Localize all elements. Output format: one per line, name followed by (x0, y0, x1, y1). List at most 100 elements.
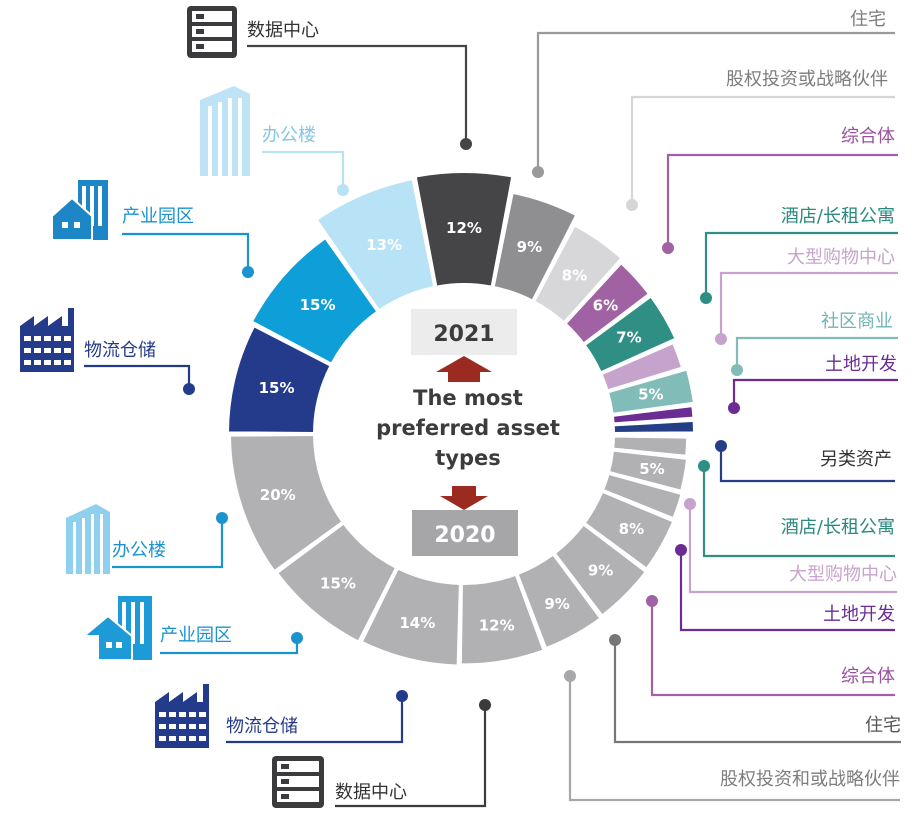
pct-label-2020-6: 9% (544, 595, 569, 613)
leader-2021-industrial-dot (242, 266, 254, 278)
segment-2020-4 (583, 490, 675, 570)
label-2021-logistics: 物流仓储 (84, 340, 156, 361)
leader-2021-hotel-dot (700, 292, 712, 304)
year-2020-box (412, 510, 518, 556)
leader-2021-data-center-dot (460, 138, 472, 150)
leader-2021-mall-dot (715, 333, 727, 345)
labels-2020: 酒店/长租公寓 大型购物中心 土地开发 综合体 住宅 股权投资和或战略伙伴 数据… (112, 517, 901, 803)
label-2020-land: 土地开发 (823, 604, 895, 625)
leader-2021-community-dot (731, 364, 743, 376)
pct-label-2020-9: 15% (320, 574, 356, 592)
segment-2020-5 (553, 523, 648, 617)
center-block: 2021 The most preferred asset types 2020 (376, 309, 560, 556)
leader-2021-equity (630, 95, 895, 205)
server-rack-icon (187, 6, 237, 58)
leader-2021-residential (536, 31, 895, 172)
leader-2020-logistics (226, 696, 404, 744)
pct-label-2021-industrial: 15% (300, 296, 336, 314)
segment-2021-logistics (226, 324, 332, 434)
leader-2020-mixed-use-dot (646, 595, 658, 607)
leader-2021-data-center (247, 44, 468, 144)
industrial-park-icon (81, 596, 152, 661)
label-2021-mall: 大型购物中心 (787, 247, 895, 268)
year-2021-label: 2021 (433, 322, 494, 347)
industrial-park-icon (51, 180, 108, 241)
factory-icon (155, 684, 209, 748)
pct-label-2021-residential: 9% (517, 238, 542, 256)
segment-2020-8 (360, 567, 461, 667)
segment-2020-2 (607, 449, 689, 492)
segment-2021-hotel (583, 295, 677, 374)
leader-2021-logistics (84, 364, 191, 389)
label-2020-hotel: 酒店/长租公寓 (781, 517, 895, 538)
leader-2020-equity-dot (564, 670, 576, 682)
leader-2021-hotel (704, 231, 898, 298)
leader-2020-residential (613, 640, 901, 744)
label-2020-mixed-use: 综合体 (841, 666, 895, 687)
leader-2020-logistics-dot (396, 690, 408, 702)
label-2020-industrial: 产业园区 (160, 625, 232, 646)
donut-bottom-2020 (228, 433, 718, 667)
pct-label-2020-5: 9% (588, 561, 613, 579)
percent-labels: 15%15%13%12%9%8%6%7%5%5%8%9%9%12%14%15%2… (259, 219, 665, 634)
segment-2021-community (606, 368, 696, 415)
segment-2021-alt (612, 419, 696, 434)
label-2020-mall: 大型购物中心 (789, 564, 897, 585)
label-2020-residential: 住宅 (865, 715, 901, 736)
label-2021-data-center: 数据中心 (247, 20, 319, 41)
leader-2021-alt (719, 446, 895, 483)
pct-label-2020-2: 5% (639, 460, 664, 478)
pct-label-2021-community: 5% (638, 385, 663, 403)
pct-label-2021-office: 13% (366, 236, 402, 254)
year-2021-box (411, 309, 517, 355)
pct-label-2021-logistics: 15% (259, 379, 295, 397)
pct-label-2020-8: 14% (399, 614, 435, 632)
label-2021-office: 办公楼 (262, 125, 316, 146)
leader-2020-land (679, 550, 895, 632)
leader-2020-mall (688, 504, 897, 594)
year-2020-label: 2020 (434, 523, 495, 548)
pct-label-2021-hotel: 7% (616, 329, 641, 347)
label-2020-office: 办公楼 (112, 540, 166, 561)
segment-2021-industrial (250, 236, 379, 366)
arrow-up-icon (436, 356, 492, 382)
label-2020-equity: 股权投资和或战略伙伴 (720, 769, 900, 790)
office-building-icon (66, 504, 110, 574)
leader-2021-mixed-use (666, 153, 898, 248)
leader-2021-land-dot (728, 402, 740, 414)
leader-2021-mall (719, 271, 898, 339)
leader-2021-equity-dot (626, 199, 638, 211)
label-2020-logistics: 物流仓储 (226, 716, 298, 737)
segment-2020-9 (275, 522, 398, 643)
leader-2020-mall-dot (684, 498, 696, 510)
segment-2021-residential (492, 191, 578, 302)
factory-icon (20, 308, 74, 372)
leader-2020-office-dot (216, 512, 228, 524)
leader-2020-office (112, 518, 224, 569)
segment-2020-6 (516, 553, 602, 650)
center-title-line2: preferred asset (376, 416, 560, 440)
label-2021-mixed-use: 综合体 (841, 126, 895, 147)
leader-2021-office (262, 150, 345, 190)
leader-2020-industrial-dot (291, 632, 303, 644)
segment-2020-7 (459, 573, 545, 666)
segment-2020-10 (228, 434, 344, 573)
center-title-line3: types (435, 446, 501, 470)
labels-2021: 数据中心 住宅 股权投资或战略伙伴 综合体 酒店/长租公寓 大型购物中心 社区商… (84, 9, 897, 470)
leader-2021-logistics-dot (183, 383, 195, 395)
pct-label-2020-10: 20% (260, 486, 296, 504)
segment-2021-land (611, 405, 695, 425)
segment-2020-1 (612, 435, 689, 457)
label-2021-industrial: 产业园区 (122, 206, 194, 227)
donut-top-2021 (226, 171, 696, 434)
leader-lines (84, 31, 901, 808)
leader-2021-community (735, 336, 898, 370)
pct-label-2021-data-center: 12% (446, 219, 482, 237)
pct-label-2020-7: 12% (479, 616, 515, 634)
leader-2020-mixed-use (650, 601, 895, 697)
pct-label-2020-4: 8% (619, 520, 644, 538)
leader-2021-mixed-use-dot (662, 242, 674, 254)
leader-2021-residential-dot (532, 166, 544, 178)
leader-2020-data-center-dot (479, 699, 491, 711)
